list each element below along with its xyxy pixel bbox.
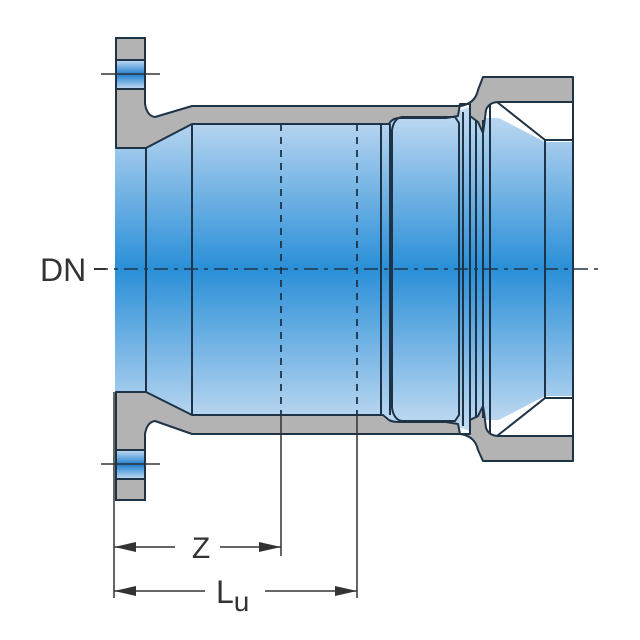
dimension-extension-lines xyxy=(113,392,358,598)
dimension-z-label: Z xyxy=(192,532,210,565)
dimension-lu xyxy=(114,586,357,596)
dimension-z xyxy=(114,542,281,552)
dimension-lu-label: Lu xyxy=(216,574,249,617)
bolt-axis-lines xyxy=(101,73,160,465)
lower-wall xyxy=(115,391,574,501)
nominal-diameter-label: DN xyxy=(40,252,86,288)
